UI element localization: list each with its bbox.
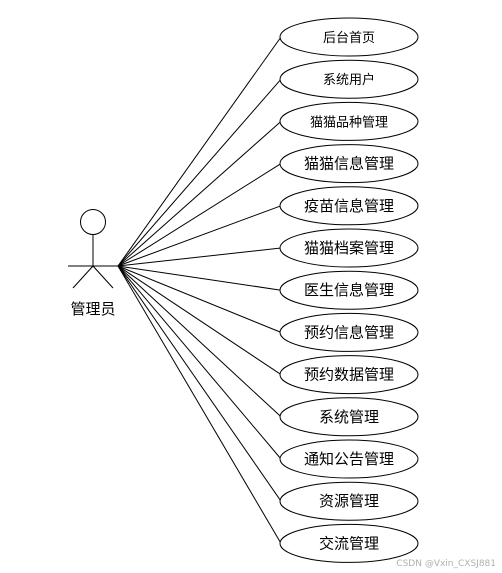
association-line	[117, 247, 282, 267]
use-case: 猫猫信息管理	[279, 144, 419, 184]
actor-right-leg	[92, 265, 114, 289]
actor-head	[80, 209, 106, 235]
association-line	[117, 265, 282, 418]
use-case-ellipse	[279, 523, 419, 563]
use-case-ellipse	[279, 312, 419, 352]
use-case-list: 后台首页系统用户猫猫品种管理猫猫信息管理疫苗信息管理猫猫档案管理医生信息管理预约…	[279, 17, 419, 563]
association-line	[117, 121, 282, 267]
actor-left-leg	[72, 265, 94, 289]
use-case-ellipse	[279, 355, 419, 395]
use-case-ellipse	[279, 186, 419, 226]
use-case-label: 猫猫品种管理	[310, 115, 388, 130]
use-case-label: 系统用户	[323, 72, 375, 88]
use-case-ellipse	[279, 228, 419, 268]
use-case: 医生信息管理	[279, 270, 419, 310]
use-case-label: 疫苗信息管理	[304, 197, 394, 215]
association-line	[117, 265, 282, 376]
use-case: 预约信息管理	[279, 312, 419, 352]
use-case-label: 资源管理	[319, 492, 379, 510]
association-line	[117, 205, 282, 267]
association-line	[117, 36, 282, 267]
use-case-label: 预约信息管理	[304, 323, 394, 341]
use-case-label: 交流管理	[319, 534, 379, 552]
use-case: 资源管理	[279, 481, 419, 521]
association-lines	[117, 36, 282, 544]
association-line	[117, 265, 282, 460]
actor-label: 管理员	[70, 300, 115, 318]
use-case-label: 预约数据管理	[304, 366, 394, 384]
use-case: 预约数据管理	[279, 355, 419, 395]
use-case-ellipse	[279, 270, 419, 310]
association-line	[117, 265, 282, 502]
watermark: CSDN @Vxin_CXSJ881	[396, 559, 496, 569]
use-case-ellipse	[279, 439, 419, 479]
association-line	[117, 265, 282, 291]
use-case-label: 猫猫信息管理	[304, 155, 394, 173]
use-case: 疫苗信息管理	[279, 186, 419, 226]
association-line	[117, 163, 282, 267]
use-case-ellipse	[279, 144, 419, 184]
use-case-label: 通知公告管理	[304, 450, 394, 468]
use-case: 系统管理	[279, 397, 419, 437]
use-case-label: 医生信息管理	[304, 281, 394, 299]
use-case-label: 猫猫档案管理	[304, 239, 394, 257]
use-case: 猫猫档案管理	[279, 228, 419, 268]
use-case-ellipse	[279, 397, 419, 437]
use-case-ellipse	[279, 59, 419, 99]
association-line	[117, 78, 282, 267]
use-case: 交流管理	[279, 523, 419, 563]
use-case-ellipse	[279, 481, 419, 521]
use-case: 后台首页	[279, 17, 419, 57]
use-case: 系统用户	[279, 59, 419, 99]
use-case: 通知公告管理	[279, 439, 419, 479]
use-case-label: 系统管理	[319, 408, 379, 426]
use-case: 猫猫品种管理	[279, 101, 419, 141]
use-case-ellipse	[279, 17, 419, 57]
actor-figure: 管理员	[68, 209, 118, 318]
use-case-label: 后台首页	[323, 31, 375, 46]
association-line	[117, 265, 282, 333]
association-line	[117, 265, 282, 544]
use-case-ellipse	[279, 101, 419, 141]
